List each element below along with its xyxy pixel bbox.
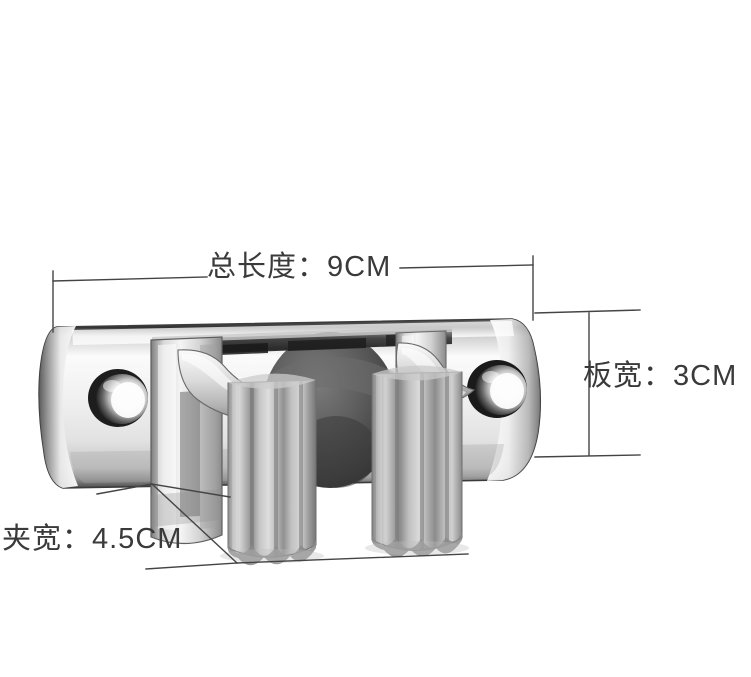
dimension-clamp-width bbox=[96, 483, 469, 570]
mounting-screw-cap-right bbox=[467, 360, 527, 418]
dimension-label-plate-width: 板宽：3CM bbox=[583, 360, 738, 392]
dimension-label-clamp-width: 夹宽：4.5CM bbox=[2, 523, 183, 555]
mounting-screw-cap-left bbox=[88, 369, 148, 427]
dimension-total-length bbox=[52, 255, 534, 333]
fluted-rubber-grip-right bbox=[371, 365, 463, 558]
dimension-label-total-length: 总长度：9CM bbox=[207, 251, 392, 283]
dimension-plate-width bbox=[534, 309, 641, 458]
fluted-rubber-grip-left bbox=[227, 373, 317, 566]
mechanism-top-rail bbox=[152, 326, 452, 356]
